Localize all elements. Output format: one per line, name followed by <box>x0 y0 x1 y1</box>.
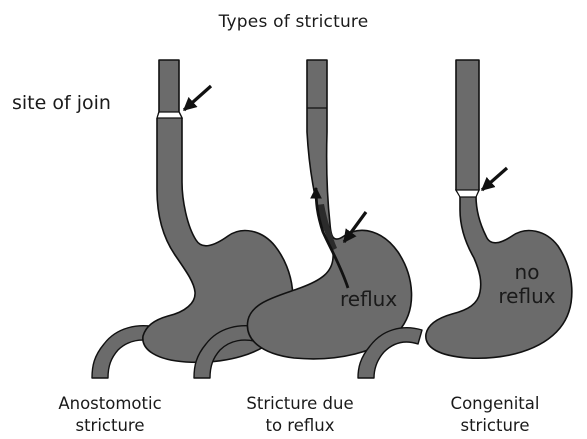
panel-congenital: no reflux <box>358 60 572 378</box>
caption-line: Stricture due <box>215 393 385 415</box>
stricture-ring <box>456 190 479 197</box>
caption-line: stricture <box>25 415 195 437</box>
caption-anastomotic: Anostomotic stricture <box>25 393 195 437</box>
join-arrow <box>184 86 211 110</box>
caption-line: stricture <box>410 415 580 437</box>
caption-reflux: Stricture due to reflux <box>215 393 385 437</box>
oesophagus-stomach <box>426 60 572 358</box>
no-label: no <box>515 260 540 284</box>
reflux-label: reflux <box>340 287 397 311</box>
site-of-join-label: site of join <box>12 92 111 114</box>
caption-line: to reflux <box>215 415 385 437</box>
reflux-label: reflux <box>498 284 555 308</box>
oesophagus-stomach <box>247 60 411 359</box>
panel-reflux: reflux <box>194 60 412 378</box>
stricture-ring <box>157 112 182 118</box>
caption-line: Congenital <box>410 393 580 415</box>
stricture-arrow <box>482 168 507 190</box>
caption-congenital: Congenital stricture <box>410 393 580 437</box>
caption-line: Anostomotic <box>25 393 195 415</box>
